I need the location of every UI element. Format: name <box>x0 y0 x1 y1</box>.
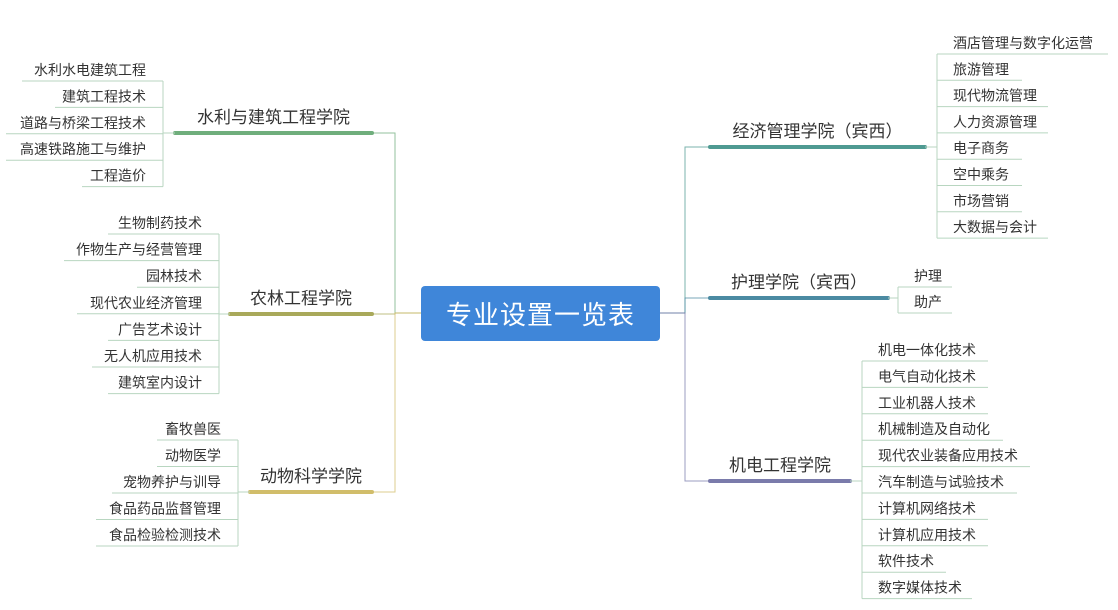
leaf-major[interactable]: 旅游管理 <box>953 62 1009 78</box>
branch-1: 水利与建筑工程学院 水利水电建筑工程建筑工程技术道路与桥梁工程技术高速铁路施工与维… <box>6 63 421 314</box>
leaf-major[interactable]: 空中乘务 <box>953 168 1009 184</box>
leaf-major[interactable]: 现代物流管理 <box>953 89 1037 105</box>
leaf-major[interactable]: 计算机应用技术 <box>878 527 976 544</box>
leaf-major[interactable]: 护理 <box>914 269 942 285</box>
leaf-major[interactable]: 作物生产与经营管理 <box>76 243 202 259</box>
leaf-major[interactable]: 数字媒体技术 <box>878 581 962 597</box>
branch-title[interactable]: 机电工程学院 <box>729 456 831 476</box>
leaf-major[interactable]: 机械制造及自动化 <box>878 422 990 438</box>
branch-connector <box>372 132 421 314</box>
leaf-major[interactable]: 动物医学 <box>165 449 221 465</box>
branch-title[interactable]: 护理学院（宾西） <box>731 273 867 293</box>
branch-title[interactable]: 动物科学学院 <box>260 467 362 487</box>
leaf-major[interactable]: 电气自动化技术 <box>878 369 976 385</box>
branch-title[interactable]: 经济管理学院（宾西） <box>733 122 903 142</box>
branch-2: 农林工程学院 生物制药技术作物生产与经营管理园林技术现代农业经济管理广告艺术设计无… <box>64 216 421 395</box>
leaf-major[interactable]: 酒店管理与数字化运营 <box>953 36 1093 52</box>
branch-connector <box>660 297 710 314</box>
leaf-major[interactable]: 无人机应用技术 <box>104 348 202 365</box>
leaf-major[interactable]: 计算机网络技术 <box>878 501 976 517</box>
leaf-major[interactable]: 园林技术 <box>146 269 202 285</box>
leaf-major[interactable]: 电子商务 <box>953 141 1009 157</box>
leaf-major[interactable]: 道路与桥梁工程技术 <box>20 116 146 132</box>
leaf-major[interactable]: 人力资源管理 <box>953 115 1037 131</box>
branch-title[interactable]: 农林工程学院 <box>250 289 352 309</box>
branch-title[interactable]: 水利与建筑工程学院 <box>197 108 350 128</box>
leaf-major[interactable]: 食品药品监督管理 <box>109 501 221 518</box>
leaf-major[interactable]: 软件技术 <box>878 554 934 570</box>
leaf-major[interactable]: 广告艺术设计 <box>118 322 202 338</box>
leaf-major[interactable]: 工业机器人技术 <box>878 396 976 412</box>
branch-connector <box>372 312 421 493</box>
leaf-major[interactable]: 畜牧兽医 <box>165 422 221 438</box>
leaf-major[interactable]: 汽车制造与试验技术 <box>878 474 1004 491</box>
leaf-major[interactable]: 高速铁路施工与维护 <box>20 141 146 158</box>
branch-6: 机电工程学院 机电一体化技术电气自动化技术工业机器人技术机械制造及自动化现代农业装… <box>660 312 1030 600</box>
leaf-major[interactable]: 生物制药技术 <box>118 216 202 232</box>
leaf-major[interactable]: 大数据与会计 <box>953 220 1037 236</box>
leaf-major[interactable]: 助产 <box>914 295 942 311</box>
leaf-major[interactable]: 食品检验检测技术 <box>109 527 221 544</box>
branch-connector <box>660 312 710 482</box>
leaf-major[interactable]: 建筑室内设计 <box>118 375 202 392</box>
leaf-major[interactable]: 水利水电建筑工程 <box>34 63 146 79</box>
central-topic[interactable]: 专业设置一览表 <box>421 286 660 341</box>
leaf-major[interactable]: 宠物养护与训导 <box>123 475 221 491</box>
leaf-major[interactable]: 建筑工程技术 <box>62 89 146 105</box>
leaf-major[interactable]: 现代农业经济管理 <box>90 296 202 312</box>
leaf-major[interactable]: 现代农业装备应用技术 <box>878 448 1018 465</box>
leaf-major[interactable]: 市场营销 <box>953 193 1009 210</box>
branch-4: 经济管理学院（宾西） 酒店管理与数字化运营旅游管理现代物流管理人力资源管理电子商务… <box>660 36 1108 314</box>
leaf-major[interactable]: 工程造价 <box>90 169 146 185</box>
leaf-major[interactable]: 机电一体化技术 <box>878 343 976 359</box>
branch-connector <box>660 146 710 314</box>
